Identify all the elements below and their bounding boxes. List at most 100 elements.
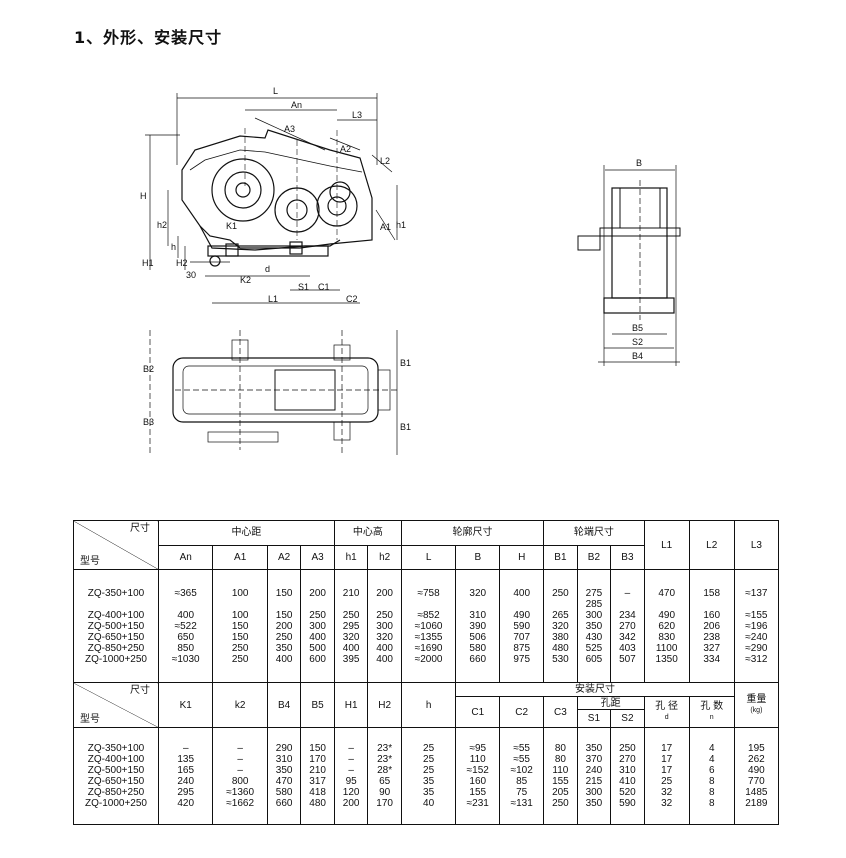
group-outline-size: 轮廓尺寸 xyxy=(400,520,545,546)
col-hole-diameter: 孔 径 d xyxy=(643,696,690,728)
data-h2: 200 250 300 320 400 400 xyxy=(367,569,402,683)
col-A2: A2 xyxy=(266,544,302,570)
data-S2: 250 270 310 410 520 590 xyxy=(610,727,645,825)
data-L3: ≈137 ≈155 ≈196 ≈240 ≈290 ≈312 xyxy=(733,569,780,683)
data-C1: ≈95 110 ≈152 160 155 ≈231 xyxy=(455,727,501,825)
data-An: ≈365 400 ≈522 650 850 ≈1030 xyxy=(157,569,214,683)
label-An: An xyxy=(291,100,302,110)
data-C2: ≈55 ≈55 ≈102 85 75 ≈131 xyxy=(499,727,545,825)
corner-model-label: 型号 xyxy=(80,556,100,567)
group-shaft-end-size: 轮端尺寸 xyxy=(543,520,645,546)
hole-diameter-label: 孔 径 xyxy=(655,701,679,712)
spec-table: 尺寸 型号 中心距 中心高 轮廓尺寸 轮端尺寸 L1 L2 L3 An A1 A… xyxy=(73,520,780,825)
col-L: L xyxy=(400,544,457,570)
col-h1: h1 xyxy=(333,544,369,570)
data-h: 25 25 25 35 35 40 xyxy=(400,727,457,825)
page-title: 1、外形、安装尺寸 xyxy=(74,28,223,47)
label-L2: L2 xyxy=(380,156,390,166)
label-h: h xyxy=(171,242,176,252)
label-H: H xyxy=(140,191,147,201)
hole-count-label: 孔 数 xyxy=(700,701,724,712)
data-C3: 80 80 110 155 205 250 xyxy=(543,727,578,825)
col-weight: 重量 (kg) xyxy=(733,682,780,728)
col-L2: L2 xyxy=(688,520,735,570)
group-center-height: 中心高 xyxy=(333,520,402,546)
label-30: 30 xyxy=(186,270,196,280)
data-S1: 350 370 240 215 300 350 xyxy=(576,727,612,825)
corner-model-label-2: 型号 xyxy=(80,714,100,725)
data-hole-count: 4 4 6 8 8 8 xyxy=(688,727,735,825)
data-k2: – – – 800 ≈1360 ≈1662 xyxy=(212,727,268,825)
col-H2: H2 xyxy=(367,682,402,728)
col-A3: A3 xyxy=(300,544,335,570)
label-d: d xyxy=(265,264,270,274)
weight-unit: (kg) xyxy=(750,707,763,714)
label-L1: L1 xyxy=(268,294,278,304)
data-H1: – – – 95 120 200 xyxy=(333,727,369,825)
table1-data-row: ZQ-350+100 ZQ-400+100 ZQ-500+150 ZQ-650+… xyxy=(73,569,780,683)
col-H1: H1 xyxy=(333,682,369,728)
col-K1: K1 xyxy=(157,682,214,728)
label-L: L xyxy=(273,86,278,96)
hole-diameter-symbol: d xyxy=(664,714,669,721)
data-hole-diameter: 17 17 17 25 32 32 xyxy=(643,727,690,825)
label-h1: h1 xyxy=(396,220,406,230)
label-B2: B2 xyxy=(143,364,154,374)
col-C1: C1 xyxy=(455,696,501,728)
data-A1: 100 100 150 150 250 250 xyxy=(212,569,268,683)
group-installation-size: 安装尺寸 xyxy=(455,682,735,697)
corner-header-2: 尺寸 型号 xyxy=(73,682,159,728)
label-A3: A3 xyxy=(284,124,295,134)
col-S2: S2 xyxy=(610,709,645,728)
weight-label: 重量 xyxy=(746,694,767,705)
data-L2: 158 160 206 238 327 334 xyxy=(688,569,735,683)
gearbox-drawing: L An L3 A3 A2 L2 H h2 h H2 H1 K1 d K2 30… xyxy=(140,86,681,455)
data-B3: – 234 270 342 403 507 xyxy=(610,569,645,683)
label-C1: C1 xyxy=(318,282,330,292)
col-B2: B2 xyxy=(576,544,612,570)
subgroup-hole-spacing: 孔距 xyxy=(576,696,645,710)
model-column-1: ZQ-350+100 ZQ-400+100 ZQ-500+150 ZQ-650+… xyxy=(73,569,159,683)
col-B3: B3 xyxy=(610,544,645,570)
data-h1: 210 250 295 320 400 395 xyxy=(333,569,369,683)
data-B2: 275 285 300 350 430 525 605 xyxy=(576,569,612,683)
table2-data-row: ZQ-350+100 ZQ-400+100 ZQ-500+150 ZQ-650+… xyxy=(73,727,780,825)
col-hole-count: 孔 数 n xyxy=(688,696,735,728)
label-B: B xyxy=(636,158,642,168)
data-L: ≈758 ≈852 ≈1060 ≈1355 ≈1690 ≈2000 xyxy=(400,569,457,683)
label-H2: H2 xyxy=(176,258,188,268)
col-H: H xyxy=(499,544,545,570)
corner-size-label-2: 尺寸 xyxy=(130,685,150,696)
col-B5: B5 xyxy=(300,682,335,728)
label-B1-bottom: B1 xyxy=(400,422,411,432)
col-C2: C2 xyxy=(499,696,545,728)
data-H: 400 490 590 707 875 975 xyxy=(499,569,545,683)
data-B4: 290 310 350 470 580 660 xyxy=(266,727,302,825)
label-H1: H1 xyxy=(142,258,154,268)
corner-header-1: 尺寸 型号 xyxy=(73,520,159,570)
col-h: h xyxy=(400,682,457,728)
col-S1: S1 xyxy=(576,709,612,728)
corner-size-label: 尺寸 xyxy=(130,523,150,534)
data-A3: 200 250 300 400 500 600 xyxy=(300,569,335,683)
col-B: B xyxy=(455,544,501,570)
data-B1: 250 265 320 380 480 530 xyxy=(543,569,578,683)
label-K2: K2 xyxy=(240,275,251,285)
col-B1: B1 xyxy=(543,544,578,570)
data-weight: 195 262 490 770 1485 2189 xyxy=(733,727,780,825)
label-S1: S1 xyxy=(298,282,309,292)
label-C2: C2 xyxy=(346,294,358,304)
col-h2: h2 xyxy=(367,544,402,570)
data-K1: – 135 165 240 295 420 xyxy=(157,727,214,825)
label-L3: L3 xyxy=(352,110,362,120)
col-C3: C3 xyxy=(543,696,578,728)
data-B5: 150 170 210 317 418 480 xyxy=(300,727,335,825)
col-B4: B4 xyxy=(266,682,302,728)
col-L1: L1 xyxy=(643,520,690,570)
label-B5: B5 xyxy=(632,323,643,333)
col-L3: L3 xyxy=(733,520,780,570)
data-L1: 470 490 620 830 1100 1350 xyxy=(643,569,690,683)
label-S2: S2 xyxy=(632,337,643,347)
label-K1: K1 xyxy=(226,221,237,231)
data-A2: 150 150 200 250 350 400 xyxy=(266,569,302,683)
